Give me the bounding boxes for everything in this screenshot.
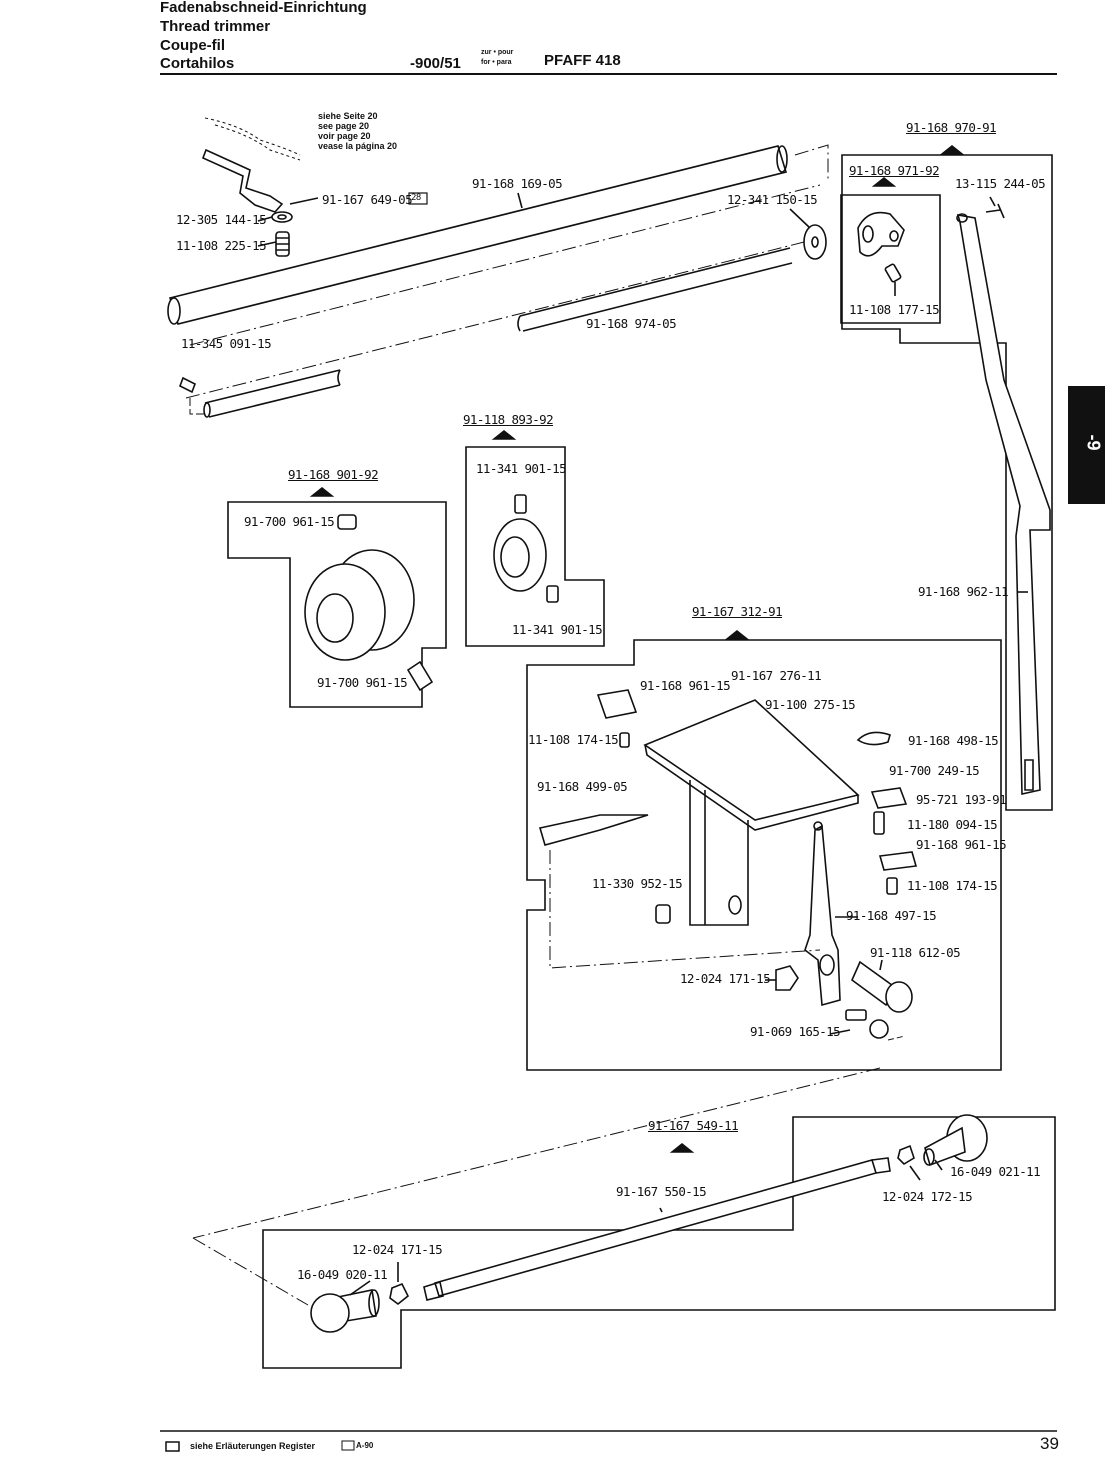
part-label: 91-168 498-15 xyxy=(908,733,999,748)
part-label: 91-168 961-15 xyxy=(916,837,1007,852)
part-label: 12-024 171-15 xyxy=(680,971,771,986)
part-label: 91-168 169-05 xyxy=(472,176,563,191)
part-label: 91-700 961-15 xyxy=(244,514,335,529)
part-label: 11-108 174-15 xyxy=(907,878,998,893)
part-label: 16-049 021-11 xyxy=(950,1164,1041,1179)
part-label: 95-721 193-91 xyxy=(916,792,1007,807)
see-page-note: siehe Seite 20 see page 20 voir page 20 … xyxy=(318,111,397,151)
assembly-label: 91-167 312-91 xyxy=(692,604,783,619)
part-label: 11-341 901-15 xyxy=(512,622,603,637)
see-page-en: see page 20 xyxy=(318,121,370,131)
part-label: 91-167 276-11 xyxy=(731,668,822,683)
part-label: 16-049 020-11 xyxy=(297,1267,388,1282)
part-label: 91-167 649-05 xyxy=(322,192,413,207)
see-page-fr: voir page 20 xyxy=(318,131,371,141)
assembly-label: 91-167 549-11 xyxy=(648,1118,739,1133)
title-en: Thread trimmer xyxy=(160,18,271,35)
title-fr: Coupe-fil xyxy=(160,37,225,54)
part-label: 11-108 177-15 xyxy=(849,302,940,317)
part-label: 91-700 249-15 xyxy=(889,763,980,778)
part-label: 11-345 091-15 xyxy=(181,336,272,351)
part-label: 91-168 974-05 xyxy=(586,316,677,331)
for-label-1: zur • pour xyxy=(481,49,514,56)
title-de: Fadenabschneid-Einrichtung xyxy=(160,0,367,16)
assembly-label: 91-168 970-91 xyxy=(906,120,997,135)
part-label: 91-168 499-05 xyxy=(537,779,628,794)
part-label: 91-168 962-11 xyxy=(918,584,1009,599)
part-label: 91-118 612-05 xyxy=(870,945,961,960)
footer-ref: A-90 xyxy=(356,1441,374,1450)
part-label: 11-341 901-15 xyxy=(476,461,567,476)
part-label: 13-115 244-05 xyxy=(955,176,1046,191)
part-label: 91-168 497-15 xyxy=(846,908,937,923)
part-label: 91-069 165-15 xyxy=(750,1024,841,1039)
part-label: 91-168 961-15 xyxy=(640,678,731,693)
page-number: 39 xyxy=(1040,1434,1059,1453)
part-label: 12-341 150-15 xyxy=(727,192,818,207)
section-tab xyxy=(1068,386,1105,504)
part-label: 91-700 961-15 xyxy=(317,675,408,690)
assembly-label: 91-168 901-92 xyxy=(288,467,379,482)
page-badge: 28 xyxy=(411,193,421,203)
part-label: 11-330 952-15 xyxy=(592,876,683,891)
part-label: 12-024 171-15 xyxy=(352,1242,443,1257)
see-page-es: vease la página 20 xyxy=(318,141,398,151)
assembly-label: 91-168 971-92 xyxy=(849,163,940,178)
machine-name: PFAFF 418 xyxy=(544,52,621,69)
model-code: -900/51 xyxy=(410,55,461,72)
part-label: 12-305 144-15 xyxy=(176,212,267,227)
part-label: 12-024 172-15 xyxy=(882,1189,973,1204)
part-label: 11-108 174-15 xyxy=(528,732,619,747)
see-page-de: siehe Seite 20 xyxy=(318,111,378,121)
title-es: Cortahilos xyxy=(160,55,235,72)
part-label: 91-100 275-15 xyxy=(765,697,856,712)
for-label-2: for • para xyxy=(481,59,512,66)
part-label: 11-180 094-15 xyxy=(907,817,998,832)
assembly-label: 91-118 893-92 xyxy=(463,412,554,427)
footer-note: siehe Erläuterungen Register xyxy=(190,1441,316,1451)
part-label: 91-167 550-15 xyxy=(616,1184,707,1199)
part-label: 11-108 225-15 xyxy=(176,238,267,253)
